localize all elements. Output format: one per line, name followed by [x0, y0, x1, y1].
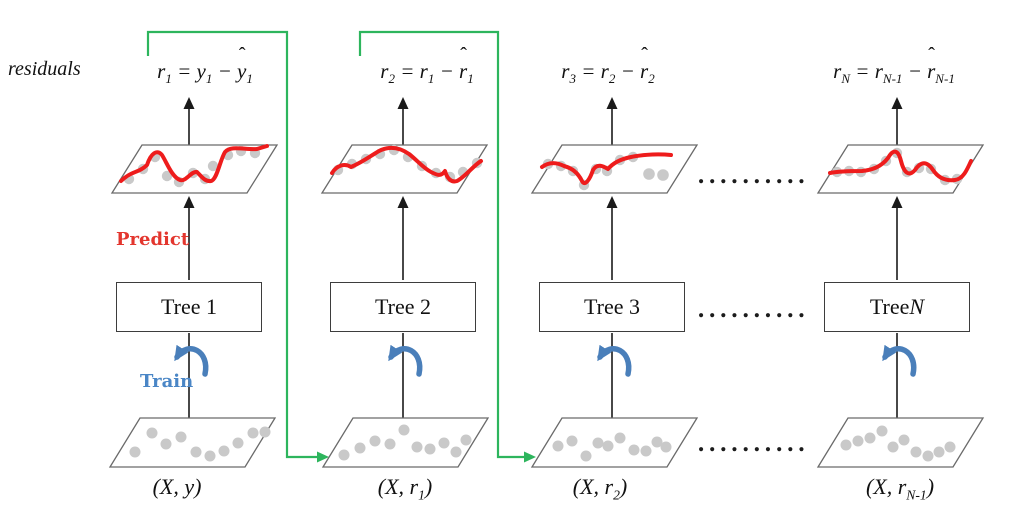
input-plane-2	[321, 417, 490, 468]
train-arc-icon-4	[882, 344, 917, 377]
residual-feedback-arrow-1	[146, 30, 329, 463]
column-3-graphics	[530, 97, 699, 468]
prediction-curve-1	[119, 144, 269, 184]
input-points-1	[129, 426, 271, 462]
tree-box-1: Tree 1	[116, 282, 262, 332]
train-arc-icon-2	[388, 344, 423, 377]
prediction-curve-4	[828, 149, 973, 183]
train-arc-icon-3	[597, 344, 632, 377]
train-label: Train	[140, 371, 194, 392]
input-points-2	[338, 424, 472, 461]
prediction-curve-3	[540, 152, 673, 186]
dataset-label-2: (X, r1)	[377, 474, 433, 503]
dataset-label-3: (X, r2)	[572, 474, 628, 503]
tree-box-4: Tree N	[824, 282, 970, 332]
column-1-graphics	[108, 97, 279, 468]
residual-feedback-arrow-2	[358, 30, 536, 463]
input-plane-3	[530, 417, 699, 468]
output-plane-3	[530, 144, 699, 194]
train-arc-icon-1	[174, 344, 209, 377]
dataset-label-4: (X, rN-1)	[865, 474, 935, 503]
predict-label: Predict	[116, 229, 190, 250]
prediction-curve-2	[330, 145, 483, 184]
dataset-label-1: (X, y)	[152, 474, 202, 499]
input-points-3	[552, 432, 672, 462]
tree-box-3: Tree 3	[539, 282, 685, 332]
residuals-label: residuals	[8, 58, 81, 80]
input-plane-1	[108, 417, 277, 468]
tree-box-2: Tree 2	[330, 282, 476, 332]
input-points-4	[840, 425, 956, 462]
ellipsis-row-bottom: ..........	[697, 431, 809, 457]
ellipsis-row-top: ..........	[697, 163, 809, 189]
column-2-graphics	[320, 97, 490, 468]
ellipsis-row-middle: ..........	[697, 297, 809, 323]
column-4-graphics	[816, 97, 985, 468]
